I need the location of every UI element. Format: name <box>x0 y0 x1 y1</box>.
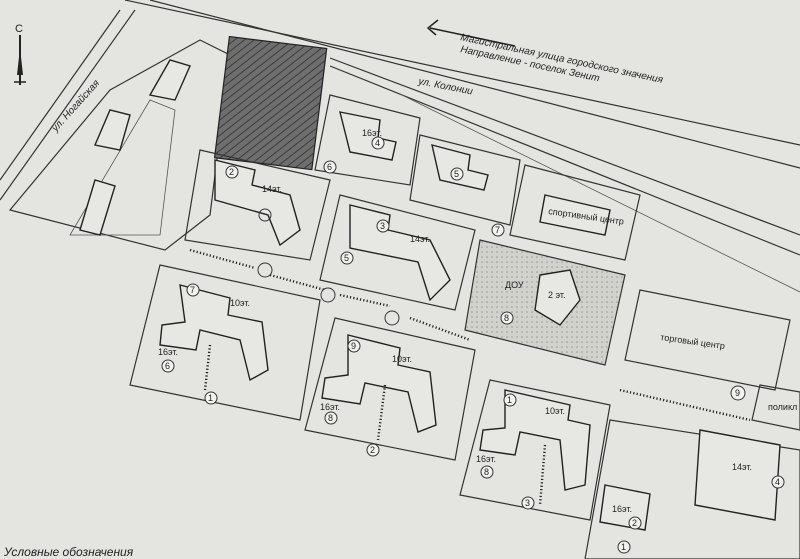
lower-left-block <box>129 264 321 421</box>
clinic-plot <box>751 384 800 431</box>
svg-text:4: 4 <box>375 138 380 148</box>
svg-text:9: 9 <box>735 388 740 398</box>
marker: 8 <box>480 465 494 479</box>
sport-centre <box>509 164 641 261</box>
main-highway <box>0 0 800 293</box>
direction-arrow-icon <box>426 19 516 47</box>
floors-label: 16эт. <box>612 504 632 514</box>
marker: 5 <box>450 167 464 181</box>
floors-label: 10эт. <box>545 406 565 416</box>
marker: 4 <box>371 136 385 150</box>
marker: 9 <box>730 385 746 401</box>
left-quarter <box>8 39 231 251</box>
svg-text:7: 7 <box>495 225 500 235</box>
marker: 1 <box>617 540 631 554</box>
svg-text:7: 7 <box>190 285 195 295</box>
svg-text:4: 4 <box>775 477 780 487</box>
marker: 6 <box>161 359 175 373</box>
trade-centre <box>624 289 791 391</box>
svg-text:2: 2 <box>370 445 375 455</box>
svg-text:8: 8 <box>504 313 509 323</box>
marker: 9 <box>347 339 361 353</box>
north-arrow <box>14 35 26 85</box>
parking-strips <box>189 248 751 506</box>
clinic-label: поликл <box>768 402 797 412</box>
sector-right-top <box>409 134 521 226</box>
svg-text:9: 9 <box>351 341 356 351</box>
north-letter: С <box>15 23 23 35</box>
marker: 6 <box>323 160 337 174</box>
svg-text:8: 8 <box>328 413 333 423</box>
legend-title: Условные обозначения <box>3 545 134 559</box>
kindergarten-plot <box>464 239 626 366</box>
floors-label: 16эт. <box>476 454 496 464</box>
svg-text:6: 6 <box>165 361 170 371</box>
marker: 2 <box>225 165 239 179</box>
lower-right-block <box>459 379 611 521</box>
existing-development-hatch <box>213 35 328 171</box>
svg-text:1: 1 <box>507 395 512 405</box>
marker: 3 <box>521 496 535 510</box>
floors-label: 16эт. <box>320 402 340 412</box>
svg-text:2: 2 <box>632 518 637 528</box>
marker: 5 <box>340 251 354 265</box>
marker: 7 <box>186 283 200 297</box>
svg-text:3: 3 <box>525 498 530 508</box>
marker: 1 <box>204 391 218 405</box>
svg-text:5: 5 <box>344 253 349 263</box>
svg-text:6: 6 <box>327 162 332 172</box>
floors-label: 10эт. <box>230 298 250 308</box>
svg-text:3: 3 <box>380 221 385 231</box>
svg-text:1: 1 <box>621 542 626 552</box>
svg-text:2: 2 <box>229 167 234 177</box>
svg-text:5: 5 <box>454 169 459 179</box>
floors-label: 10эт. <box>392 354 412 364</box>
marker: 7 <box>491 223 505 237</box>
kindergarten-floors: 2 эт. <box>548 290 566 300</box>
marker: 4 <box>771 475 785 489</box>
marker: 3 <box>376 219 390 233</box>
floors-label: 16эт. <box>158 347 178 357</box>
marker: 2 <box>366 443 380 457</box>
marker: 8 <box>500 311 514 325</box>
lower-mid-block <box>304 317 476 461</box>
marker: 8 <box>324 411 338 425</box>
floors-label: 14эт. <box>732 462 752 472</box>
roundabouts <box>257 208 400 326</box>
kindergarten-label: ДОУ <box>505 280 524 290</box>
marker: 1 <box>503 393 517 407</box>
svg-text:1: 1 <box>208 393 213 403</box>
svg-text:8: 8 <box>484 467 489 477</box>
central-block-3 <box>319 194 476 311</box>
floors-label: 14эт. <box>410 234 430 244</box>
marker: 2 <box>628 516 642 530</box>
central-block-2 <box>184 149 331 261</box>
floors-label: 16эт. <box>362 128 382 138</box>
floors-label: 14эт. <box>262 184 282 194</box>
